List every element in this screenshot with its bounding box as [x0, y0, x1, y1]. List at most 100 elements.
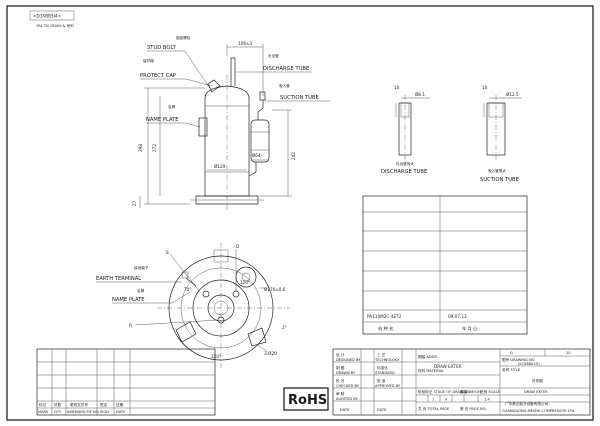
discharge-cn: 吐出管放大	[396, 161, 414, 166]
discharge-tube-label: DISCHARGE TUBE	[263, 66, 309, 72]
tb-audit-en: AUDITED BY	[336, 397, 359, 401]
cn-cap: 保护帽	[143, 58, 154, 63]
name-plate-top-label: NAME PLATE	[112, 297, 145, 303]
doc-code-box: <D1XBB5I4> YRL TN 1R000 & 系列	[29, 10, 75, 28]
tb-std: 标准化	[377, 365, 388, 370]
name-plate-shape	[198, 117, 208, 137]
rohs-badge: RoHS	[283, 387, 329, 411]
dim-height-overall: 298	[138, 144, 143, 152]
discharge-detail-label: DISCHARGE TUBE	[381, 169, 427, 175]
tb-design-en: DESIGNED BY	[336, 358, 361, 362]
tb-std-en: STANDARD	[375, 371, 395, 375]
tb-title-en: DRAW EXTER	[524, 390, 548, 394]
tb-title-label: 名称 TITLE	[502, 367, 521, 372]
tb-material-label: 材料 MATERIAL	[418, 368, 444, 373]
cn-plate-top: 名牌	[137, 288, 145, 293]
cn-discharge: 吐出管	[268, 53, 279, 58]
tb-audit: 审 核	[336, 391, 345, 396]
tb-check-en: CHECKED BY	[336, 384, 360, 388]
earth-terminal-label: EARTH TERMINAL	[96, 276, 141, 282]
rev-col-en-2: AMENDED FIE NO.	[67, 410, 100, 414]
tb-approve-en: APPROVED BY	[375, 384, 401, 388]
rev-col-0: 标记	[39, 402, 47, 407]
rev-col-1: 处数	[54, 402, 62, 407]
rev-col-en-1: QTY	[54, 410, 62, 414]
compressor-top-view: S D R 接地端子 EARTH TERMINAL 名牌 NAME PLATE …	[96, 243, 290, 368]
accumulator-shape	[250, 119, 270, 163]
suction-tube-detail: 10 Ø12.5 吸入管放大 SUCTION TUBE	[480, 85, 522, 183]
amendment-block: 标记 处数 更改文件号 签名 日期 MARK QTY AMENDED FIE N…	[36, 348, 216, 416]
tb-drawn-en: DRAWN BY	[336, 371, 356, 375]
tb-scale-label: 图幅 ADDR.	[418, 354, 438, 359]
rev-col-4: 日期	[116, 402, 124, 407]
cn-earth: 接地端子	[134, 265, 149, 270]
angle-120-bot: 120°	[211, 354, 221, 359]
cn-plate: 名牌	[168, 104, 176, 109]
tb-drawn: 制 图	[336, 365, 345, 370]
d-label: D	[236, 244, 239, 249]
rev-col-3: 签名	[100, 402, 108, 407]
stud-bolt-label: STUD BOLT	[147, 45, 177, 51]
tb-drawing-no: (K1588A1G)	[518, 362, 540, 366]
angle-70: 70°	[184, 287, 191, 292]
tb-sheet-left: G	[510, 351, 513, 355]
cn-suction: 吸入管	[279, 83, 290, 88]
suction-cn: 吸入管放大	[488, 168, 506, 173]
tb-approve: 批 准	[377, 378, 386, 383]
tb-company-cn: 广东美芝制冷设备有限公司	[505, 401, 549, 406]
rohs-text: RoHS	[288, 393, 327, 408]
tb-stage-label: 阶段标记 STAGE OF DRAWING	[418, 389, 470, 394]
rev-col-2: 更改文件号	[70, 402, 88, 407]
dim-top: 106±3	[238, 41, 253, 46]
discharge-dia: Ø8.1	[415, 92, 425, 97]
dia-body: Ø129	[214, 164, 226, 169]
tb-stage-2: 1	[432, 398, 434, 402]
tb-sheet-right: 10	[566, 351, 571, 355]
tb-tech-en: TECHNOLOGY	[374, 358, 401, 362]
name-plate-label: NAME PLATE	[146, 117, 179, 123]
rev-col-en-0: MARK	[38, 410, 49, 414]
rev-col-en-4: DATE	[116, 410, 126, 414]
tb-stage-3: 9	[445, 398, 448, 402]
angle-2: 2°	[282, 325, 287, 330]
tb-title-cn: 外形图	[532, 378, 543, 383]
tb-scale-value: DRAW EXTER	[434, 364, 462, 369]
protect-cap-label: PROTECT CAP	[140, 73, 176, 79]
dim-20: 3-Ø20	[264, 351, 277, 356]
tb-date-en: DATE	[340, 408, 350, 412]
dim-height-body: 272	[152, 144, 157, 152]
tb-page-no: 第 页 PAGE NO.	[460, 406, 487, 411]
s-label: S	[166, 250, 169, 255]
dia-accum: Ø64	[252, 153, 261, 158]
dim-right: 242	[291, 152, 296, 160]
table-date: 09.07.13	[448, 314, 467, 319]
doc-code: <D1XBB5I4>	[33, 14, 62, 19]
tb-company-en: GUANGDONG MEIZHI COMPRESSOR LTD.	[502, 409, 575, 413]
title-block: 设 计 DESIGNED BY 制 图 DRAWN BY 校 对 CHECKED…	[332, 348, 591, 416]
suction-tube-label: SUCTION TUBE	[280, 95, 319, 101]
suction-dia: Ø12.5	[506, 92, 519, 97]
tb-date-en-2: DATE	[377, 408, 387, 412]
tb-tech: 工 艺	[377, 352, 386, 357]
table-col-label: 机 种 名	[378, 325, 393, 332]
tb-ratio-val: 1:4	[484, 398, 490, 402]
model-note: YRL TN 1R000 & 系列	[36, 23, 74, 28]
angle-120-top: 120°	[240, 280, 250, 285]
tb-check: 校 对	[336, 378, 345, 383]
dia-176: Ø176±0.6	[264, 287, 286, 292]
suction-detail-label: SUCTION TUBE	[480, 177, 519, 183]
model-table: PA110M2C-4ET2 09.07.13 机 种 名 年 月 日	[362, 195, 528, 335]
compressor-side-view: 106±3 298 272 27 242 Ø129 Ø64 固定螺栓 STUD …	[132, 35, 330, 212]
discharge-tube-detail: 10 Ø8.1 吐出管放大 DISCHARGE TUBE	[381, 85, 430, 175]
tb-weight-label: 重量 WEIGHT	[460, 389, 484, 394]
rev-col-en-3: SIGN	[100, 410, 109, 414]
discharge-dim: 10	[394, 85, 400, 90]
dim-bottom: 27	[132, 200, 137, 206]
tb-drawing-no-label: 图号 DRAWING NO.	[502, 357, 535, 362]
sheet-border	[6, 5, 594, 421]
table-col-date: 年 月 日	[462, 325, 477, 332]
cn-stud: 固定螺栓	[176, 35, 191, 40]
tb-ratio-label: 比例 SCALE	[480, 389, 501, 394]
r-label: R	[129, 323, 132, 328]
